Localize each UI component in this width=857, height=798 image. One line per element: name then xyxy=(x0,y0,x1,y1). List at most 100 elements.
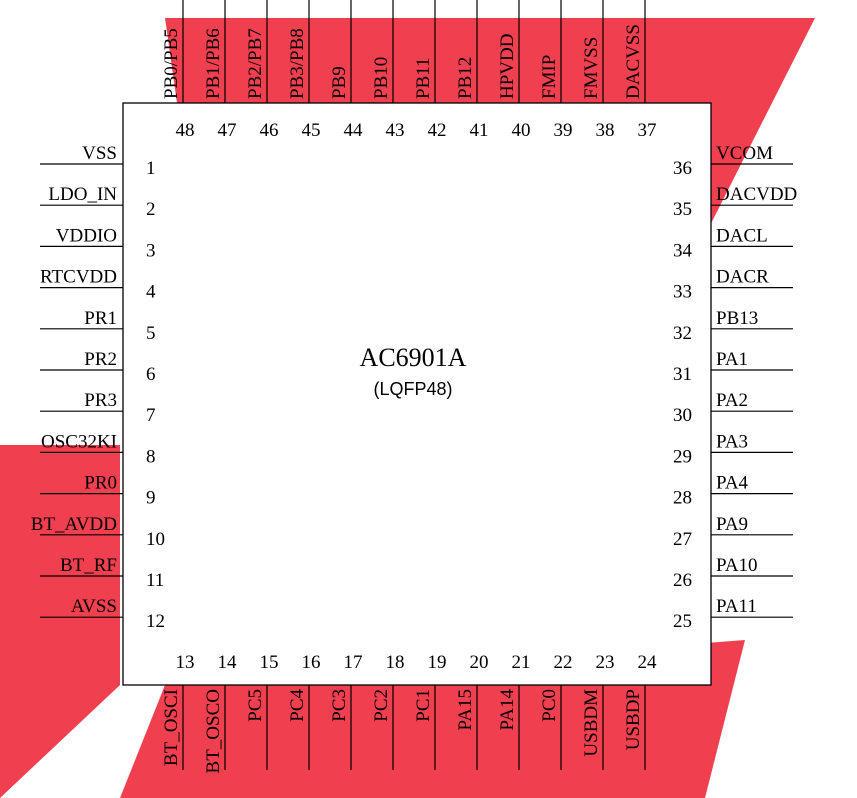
pin-label: PB9 xyxy=(329,66,350,99)
pin-label: FMVSS xyxy=(581,37,602,99)
pin-number: 8 xyxy=(146,446,156,467)
pin-label: VDDIO xyxy=(56,225,117,246)
pin-label: PB0/PB5 xyxy=(161,28,182,99)
pin-number: 23 xyxy=(596,652,615,673)
pin-bottom-22: PC0 22 xyxy=(539,652,573,770)
pin-number: 7 xyxy=(146,405,156,426)
pin-right-35: DACVDD 35 xyxy=(673,184,797,220)
pin-label: USBDM xyxy=(581,689,602,757)
pin-label: PA3 xyxy=(716,431,748,452)
pin-label: PC0 xyxy=(539,689,560,722)
pin-number: 20 xyxy=(470,652,489,673)
pin-left-7: PR3 7 xyxy=(40,390,156,426)
pin-bottom-20: PA15 20 xyxy=(455,652,489,770)
watermark-band-lower xyxy=(0,445,120,798)
pin-label: BT_OSCO xyxy=(203,689,224,773)
pin-label: PC5 xyxy=(245,689,266,722)
pin-label: BT_RF xyxy=(60,555,117,576)
pin-label: PA9 xyxy=(716,514,748,535)
pin-label: OSC32KI xyxy=(41,431,117,452)
pin-left-8: OSC32KI 8 xyxy=(40,431,156,467)
pin-number: 9 xyxy=(146,488,156,509)
pin-label: FMIP xyxy=(539,55,560,99)
pin-label: PB13 xyxy=(716,308,758,329)
pin-number: 24 xyxy=(638,652,658,673)
pin-number: 43 xyxy=(386,120,405,141)
pin-number: 37 xyxy=(638,120,657,141)
pin-label: RTCVDD xyxy=(40,267,117,288)
pin-label: BT_AVDD xyxy=(31,514,117,535)
pin-label: PA10 xyxy=(716,555,758,576)
pin-label: DACVDD xyxy=(716,184,797,205)
pin-number: 28 xyxy=(673,488,692,509)
pin-label: PA11 xyxy=(716,596,757,617)
pin-label: PA15 xyxy=(455,689,476,731)
pin-number: 26 xyxy=(673,570,692,591)
pin-number: 3 xyxy=(146,240,156,261)
pin-label: PA2 xyxy=(716,390,748,411)
pin-label: PB2/PB7 xyxy=(245,28,266,99)
pin-number: 27 xyxy=(673,529,692,550)
pin-bottom-21: PA14 21 xyxy=(497,652,531,770)
pin-label: HPVDD xyxy=(497,34,518,99)
pin-label: PR2 xyxy=(84,349,117,370)
pin-label: PC3 xyxy=(329,689,350,722)
pin-label: PA14 xyxy=(497,689,518,731)
pin-label: PR3 xyxy=(84,390,117,411)
pin-number: 1 xyxy=(146,158,156,179)
pin-label: BT_OSCI xyxy=(161,689,182,766)
pin-bottom-24: USBDP 24 xyxy=(623,652,657,770)
pin-left-9: PR0 9 xyxy=(40,473,156,509)
pin-number: 40 xyxy=(512,120,531,141)
pin-right-26: PA10 26 xyxy=(673,555,793,591)
pin-number: 19 xyxy=(428,652,447,673)
pin-number: 36 xyxy=(673,158,692,179)
pin-number: 47 xyxy=(218,120,237,141)
chip-body xyxy=(122,102,712,686)
pin-label: PB3/PB8 xyxy=(287,28,308,99)
pin-number: 46 xyxy=(260,120,279,141)
pin-number: 30 xyxy=(673,405,692,426)
pin-label: PC2 xyxy=(371,689,392,722)
pin-top-39: FMIP 39 xyxy=(539,0,573,141)
pin-right-25: PA11 25 xyxy=(673,596,793,632)
pin-left-2: LDO_IN2 xyxy=(40,184,156,220)
pin-label: AVSS xyxy=(71,596,117,617)
pin-number: 21 xyxy=(512,652,531,673)
pin-number: 42 xyxy=(428,120,447,141)
pin-label: PR0 xyxy=(84,473,117,494)
pin-bottom-13: BT_OSCI 13 xyxy=(161,652,195,770)
pin-number: 29 xyxy=(673,446,692,467)
pin-label: DACR xyxy=(716,267,769,288)
pin-right-27: PA9 27 xyxy=(673,514,793,550)
pin-number: 34 xyxy=(673,240,693,261)
pin-number: 13 xyxy=(176,652,195,673)
pin-number: 6 xyxy=(146,364,156,385)
pin-top-40: HPVDD 40 xyxy=(497,0,531,141)
pin-label: PB11 xyxy=(413,57,434,99)
pin-number: 22 xyxy=(554,652,573,673)
pin-number: 25 xyxy=(673,611,692,632)
pin-label: USBDP xyxy=(623,689,644,750)
pin-label: PA1 xyxy=(716,349,748,370)
pin-number: 35 xyxy=(673,199,692,220)
pin-number: 48 xyxy=(176,120,195,141)
pin-number: 39 xyxy=(554,120,573,141)
pin-top-46: PB2/PB7 46 xyxy=(245,0,279,141)
